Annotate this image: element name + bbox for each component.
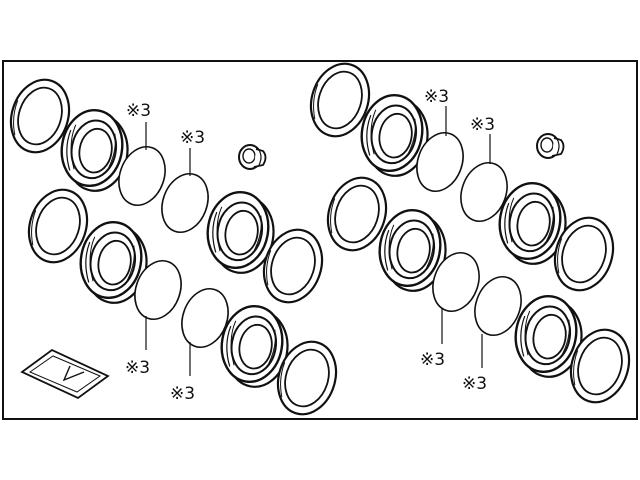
callout-label: ※3 [462, 374, 487, 394]
right-kit: ※3 ※3 ※3 ※3 [300, 55, 640, 411]
callout-label: ※3 [420, 350, 445, 370]
callout-label: ※3 [424, 87, 449, 107]
grease-packet [20, 348, 110, 400]
left-kit: ※3 ※3 ※3 ※3 [0, 71, 347, 423]
callout-label: ※3 [470, 115, 495, 135]
callout-label: ※3 [126, 101, 151, 121]
callout-label: ※3 [125, 358, 150, 378]
callout-label: ※3 [180, 128, 205, 148]
callout-label: ※3 [170, 384, 195, 404]
